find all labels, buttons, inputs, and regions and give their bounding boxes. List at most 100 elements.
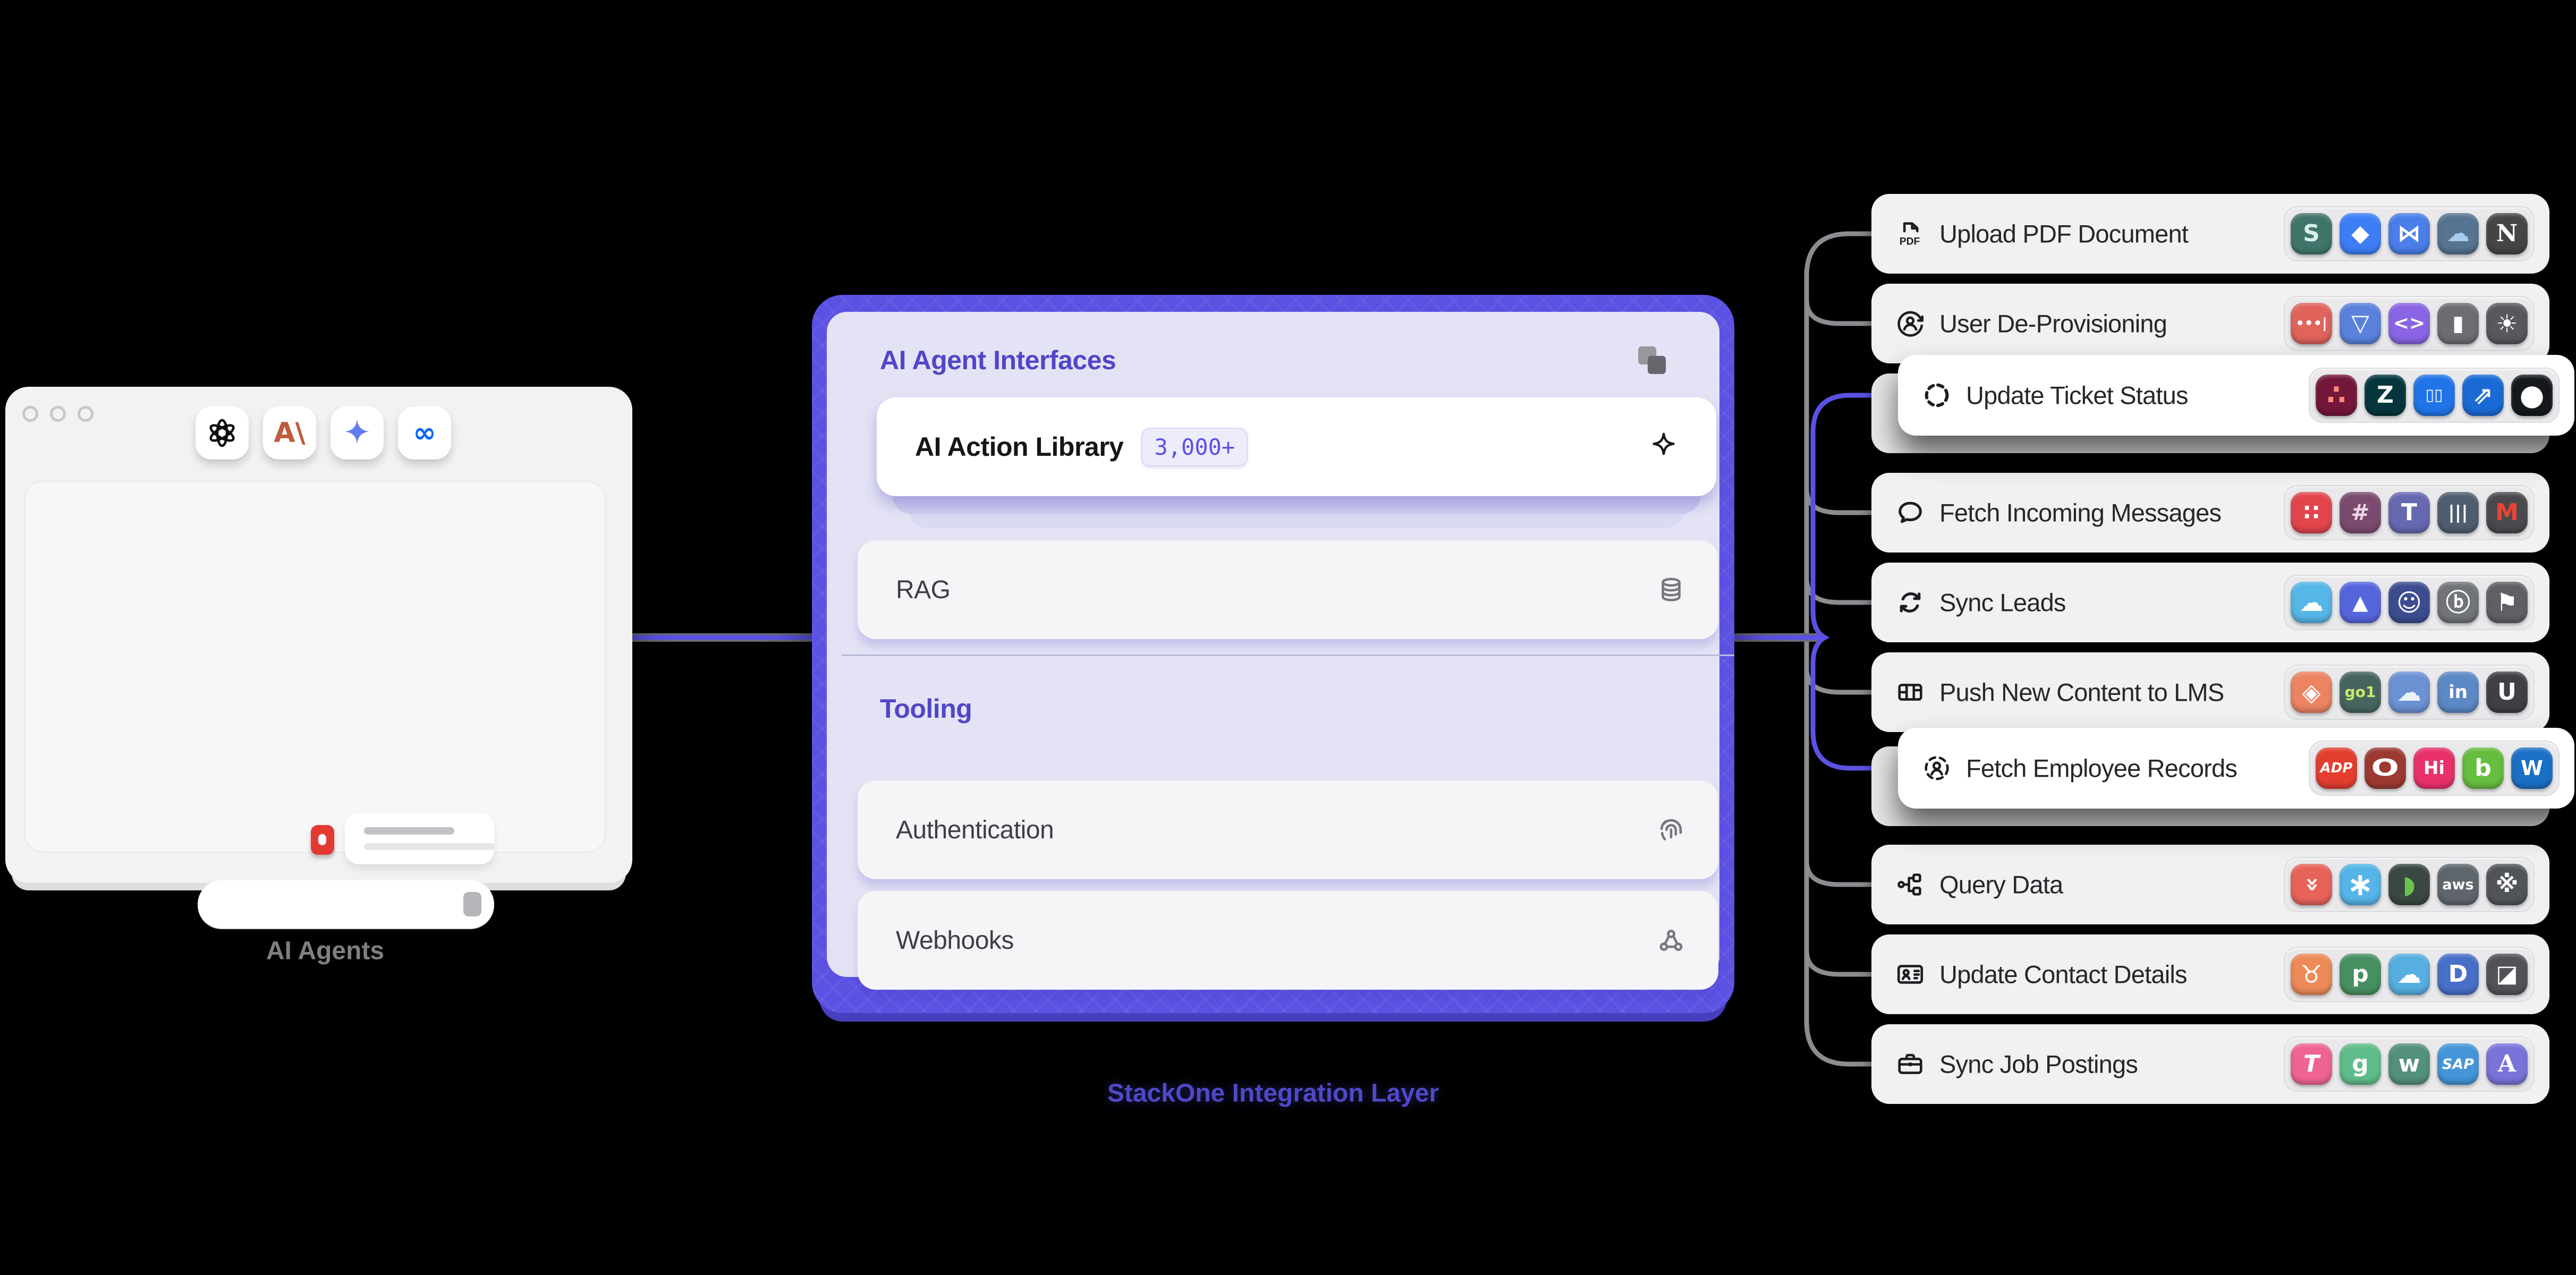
app-icon-tray: ♉p☁D◪ — [2284, 947, 2535, 1002]
ai-action-library-card[interactable]: AI Action Library 3,000+ — [877, 397, 1716, 496]
dynamics-icon: D — [2437, 954, 2479, 995]
onedrive-icon: ☁ — [2437, 213, 2479, 254]
teamtailor-icon-glyph: T — [2303, 1050, 2319, 1077]
gmail-icon-glyph: M — [2495, 499, 2519, 526]
user-deprovision-icon — [1895, 308, 1926, 339]
integration-panel-body: AI Agent Interfaces AI Action Library 3,… — [827, 312, 1734, 990]
database-icon — [1656, 574, 1687, 605]
teams-icon: T — [2388, 492, 2430, 533]
action-row-user-de-provisioning[interactable]: User De-Provisioning•••|▽<>▮☀ — [1871, 284, 2549, 363]
bitwarden-icon-glyph: ▽ — [2351, 310, 2369, 337]
bitwarden-icon: ▽ — [2340, 303, 2381, 344]
tooling-title: Tooling — [880, 694, 972, 724]
identity-icon-glyph: <> — [2393, 312, 2426, 334]
rag-row[interactable]: RAG — [858, 540, 1718, 639]
stackone-logo — [1631, 339, 1673, 381]
databricks-icon-glyph: ※ — [2495, 871, 2519, 898]
chat-input[interactable] — [198, 880, 494, 928]
skeleton-text-line — [364, 843, 495, 850]
linkedin-icon: in — [2437, 672, 2479, 713]
mongodb-icon-glyph: ◗ — [2402, 870, 2416, 899]
agents-chat-area — [24, 481, 606, 928]
section-divider — [842, 654, 1734, 656]
meta-logo-chip: ∞ — [398, 406, 451, 460]
authentication-label: Authentication — [896, 815, 1054, 844]
ashby-icon: A — [2486, 1043, 2528, 1085]
fingerprint-icon — [1656, 814, 1687, 845]
sso-burst-icon-glyph: ☀ — [2496, 309, 2518, 338]
salesforce-icon-2-glyph: ☁ — [2397, 960, 2421, 989]
jira-icon: ⇗ — [2462, 375, 2504, 416]
action-label: User De-Provisioning — [1939, 309, 2167, 338]
action-row-update-ticket-status[interactable]: Update Ticket Status∴Z▯▯⇗● — [1898, 355, 2574, 436]
github-icon: ● — [2511, 375, 2553, 416]
action-row-query-data[interactable]: Query Data«∗◗aws※ — [1871, 845, 2549, 924]
action-row-sync-leads[interactable]: Sync Leads☁▲☺ⓑ⚑ — [1871, 563, 2549, 642]
anthropic-logo: A\ — [274, 417, 306, 449]
snowflake-icon: ∗ — [2340, 864, 2381, 905]
webhooks-row[interactable]: Webhooks — [858, 891, 1718, 990]
bullhorn-icon-glyph: ♉ — [2300, 960, 2323, 989]
workday-icon: W — [2511, 747, 2553, 789]
action-label: Update Contact Details — [1939, 960, 2188, 989]
chargebee-icon-glyph: ⓑ — [2446, 588, 2470, 617]
action-row-fetch-incoming-messages[interactable]: Fetch Incoming Messages∷#T|||M — [1871, 473, 2549, 552]
app-icon-tray: «∗ ◗ aws ※ — [2284, 857, 2535, 912]
aws-icon: aws — [2437, 864, 2479, 905]
bamboohr-icon: b — [2462, 747, 2504, 789]
udemy-icon-glyph: U — [2497, 678, 2516, 706]
action-label: Sync Job Postings — [1939, 1050, 2138, 1078]
jira-icon-glyph: ⇗ — [2472, 381, 2494, 410]
hibob-icon: Hi — [2413, 747, 2455, 789]
redshift-icon: « — [2291, 864, 2332, 905]
intercom-icon: ||| — [2437, 492, 2479, 533]
sync-icon — [1895, 587, 1926, 618]
go1-icon-glyph: go1 — [2344, 683, 2376, 701]
flag-crm-icon: ⚑ — [2486, 582, 2528, 623]
workday-icon-glyph: W — [2521, 756, 2543, 780]
action-row-update-contact-details[interactable]: Update Contact Details♉p☁D◪ — [1871, 934, 2549, 1014]
sharepoint-icon: S — [2291, 213, 2332, 254]
teams-icon-glyph: T — [2401, 499, 2417, 526]
oracle-icon: O — [2365, 747, 2406, 789]
crm-person-icon: ☺ — [2388, 582, 2430, 623]
sap-icon: SAP — [2437, 1043, 2479, 1085]
authentication-row[interactable]: Authentication — [858, 780, 1718, 879]
ai-action-library-label: AI Action Library — [915, 432, 1124, 462]
workable-icon-glyph: w — [2398, 1050, 2420, 1077]
send-button[interactable] — [463, 892, 481, 916]
twilio-icon-glyph: ∷ — [2303, 499, 2319, 525]
action-label: Push New Content to LMS — [1939, 678, 2224, 707]
attio-icon: ◪ — [2486, 954, 2528, 995]
hibob-icon-glyph: Hi — [2423, 758, 2445, 779]
briefcase-icon — [1895, 1049, 1926, 1080]
gmail-icon: M — [2486, 492, 2528, 533]
aws-icon-glyph: aws — [2442, 876, 2474, 893]
gemini-logo — [340, 416, 374, 450]
contact-card-icon — [1895, 959, 1926, 990]
sync-docs-icon: ⋈ — [2388, 213, 2430, 254]
salesforce-icon-glyph: ☁ — [2299, 588, 2324, 617]
docebo-icon: ☁ — [2388, 672, 2430, 713]
apollo-icon-glyph: ▲ — [2352, 591, 2368, 614]
meta-logo: ∞ — [413, 417, 436, 449]
dropbox-icon-glyph: ◆ — [2351, 220, 2369, 247]
greenhouse-icon: g — [2340, 1043, 2381, 1085]
webhook-icon — [1656, 925, 1687, 956]
apollo-icon: ▲ — [2340, 582, 2381, 623]
crm-person-icon-glyph: ☺ — [2396, 588, 2422, 617]
trello-icon-glyph: ▯▯ — [2425, 386, 2443, 404]
adp-icon: ADP — [2316, 747, 2357, 789]
udemy-icon: U — [2486, 672, 2528, 713]
notion-icon-glyph: N — [2496, 220, 2518, 247]
chat-avatar — [311, 825, 334, 855]
identity-icon: <> — [2388, 303, 2430, 344]
go1-icon: go1 — [2340, 672, 2381, 713]
